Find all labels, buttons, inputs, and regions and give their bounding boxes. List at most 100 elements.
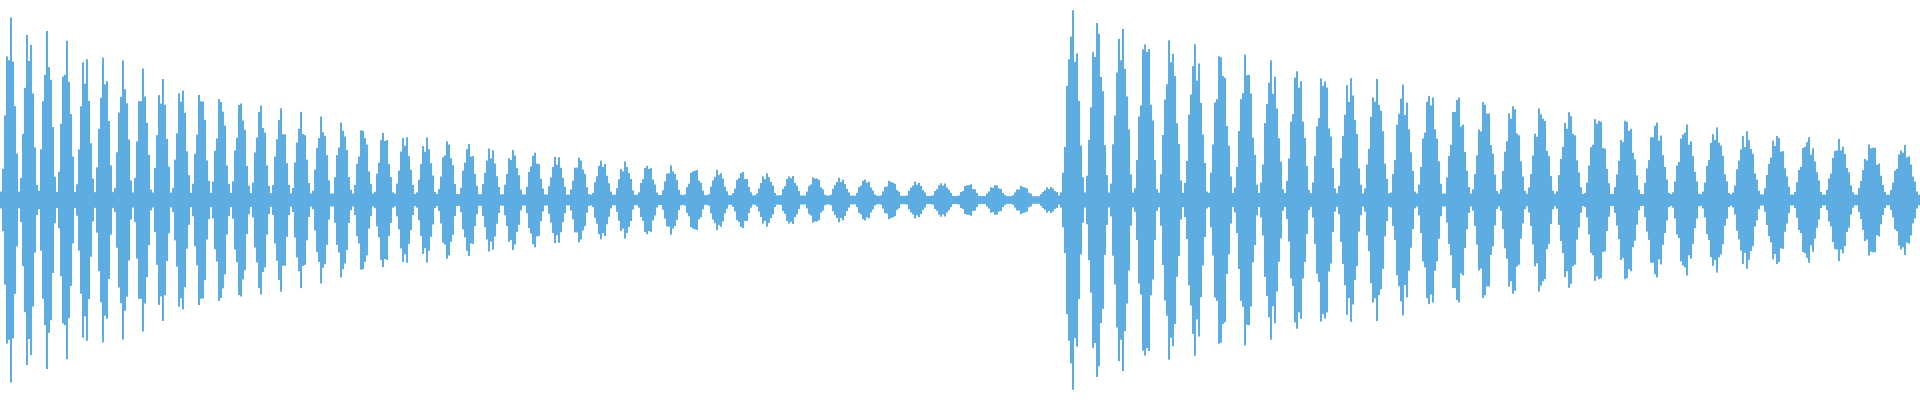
waveform-sample — [154, 167, 156, 233]
waveform-sample — [1622, 142, 1624, 258]
waveform-sample — [1890, 189, 1892, 211]
waveform-sample — [1238, 130, 1240, 270]
waveform-sample — [1708, 160, 1710, 240]
waveform-sample — [570, 189, 572, 211]
waveform-sample — [1692, 156, 1694, 244]
waveform-sample — [616, 188, 618, 212]
waveform-sample — [170, 192, 172, 208]
waveform-sample — [1588, 165, 1590, 235]
waveform-sample — [1122, 29, 1124, 371]
waveform-sample — [684, 194, 686, 206]
waveform-sample — [1590, 147, 1592, 253]
waveform-sample — [704, 195, 706, 205]
waveform-sample — [940, 183, 942, 217]
waveform-sample — [1138, 116, 1140, 284]
waveform-sample — [1214, 102, 1216, 298]
waveform-sample — [780, 195, 782, 205]
waveform-sample — [112, 192, 114, 208]
waveform-sample — [650, 168, 652, 232]
waveform-sample — [1706, 165, 1708, 235]
waveform-sample — [1092, 52, 1094, 348]
waveform-sample — [1574, 135, 1576, 265]
waveform-sample — [530, 166, 532, 234]
waveform-sample — [998, 188, 1000, 212]
waveform-sample — [432, 175, 434, 225]
waveform-sample — [134, 177, 136, 223]
waveform-sample — [1466, 170, 1468, 230]
waveform-sample — [1430, 105, 1432, 295]
waveform-sample — [374, 191, 376, 209]
waveform-sample — [628, 173, 630, 227]
waveform-sample — [1002, 192, 1004, 208]
waveform-sample — [1908, 156, 1910, 244]
waveform-sample — [1178, 143, 1180, 257]
waveform-sample — [1522, 176, 1524, 224]
waveform-sample — [818, 179, 820, 221]
waveform-sample — [1788, 186, 1790, 214]
waveform-sample — [680, 194, 682, 206]
waveform-sample — [20, 177, 22, 223]
waveform-sample — [1336, 193, 1338, 207]
waveform-sample — [968, 185, 970, 215]
waveform-sample — [358, 156, 360, 244]
waveform-sample — [1426, 101, 1428, 299]
waveform-sample — [1150, 104, 1152, 296]
waveform-sample — [1364, 188, 1366, 212]
waveform-sample — [856, 192, 858, 208]
waveform-sample — [216, 138, 218, 262]
waveform-sample — [1292, 114, 1294, 286]
waveform-sample — [862, 180, 864, 220]
waveform-sample — [68, 81, 70, 319]
waveform-sample — [576, 167, 578, 233]
waveform-sample — [1300, 81, 1302, 319]
waveform-sample — [1322, 85, 1324, 315]
waveform-sample — [252, 182, 254, 218]
waveform-sample — [1186, 160, 1188, 240]
waveform-sample — [1604, 148, 1606, 252]
waveform-sample — [1556, 191, 1558, 209]
waveform-sample — [588, 194, 590, 206]
waveform-sample — [414, 193, 416, 207]
waveform-sample — [1742, 136, 1744, 264]
waveform-sample — [408, 156, 410, 244]
waveform-sample — [1470, 193, 1472, 207]
waveform-sample — [1024, 187, 1026, 213]
waveform-sample — [724, 186, 726, 214]
waveform-sample — [866, 182, 868, 218]
waveform-sample — [1326, 87, 1328, 313]
waveform-sample — [218, 99, 220, 301]
waveform-sample — [234, 150, 236, 250]
waveform-sample — [868, 181, 870, 219]
waveform-sample — [1818, 180, 1820, 220]
waveform-sample — [1910, 164, 1912, 236]
waveform-sample — [618, 179, 620, 221]
waveform-sample — [882, 191, 884, 209]
waveform-sample — [32, 93, 34, 307]
waveform-sample — [1676, 165, 1678, 235]
waveform-sample — [48, 67, 50, 333]
waveform-sample — [1536, 136, 1538, 264]
waveform-sample — [1442, 193, 1444, 207]
waveform-sample — [1764, 188, 1766, 212]
waveform-sample — [884, 186, 886, 214]
waveform-sample — [1746, 131, 1748, 269]
waveform-sample — [766, 173, 768, 227]
waveform-sample — [924, 192, 926, 208]
waveform-sample — [800, 195, 802, 205]
waveform-sample — [366, 144, 368, 256]
waveform-sample — [1864, 158, 1866, 242]
waveform-sample — [944, 183, 946, 217]
waveform-sample — [814, 178, 816, 222]
waveform-sample — [438, 189, 440, 211]
waveform-sample — [468, 143, 470, 257]
waveform-sample — [1638, 189, 1640, 211]
waveform-sample — [1056, 192, 1058, 208]
waveform-sample — [1022, 187, 1024, 213]
waveform-sample — [962, 191, 964, 209]
waveform-sample — [662, 190, 664, 210]
waveform-sample — [700, 182, 702, 218]
waveform-sample — [614, 194, 616, 206]
waveform-sample — [1224, 77, 1226, 323]
